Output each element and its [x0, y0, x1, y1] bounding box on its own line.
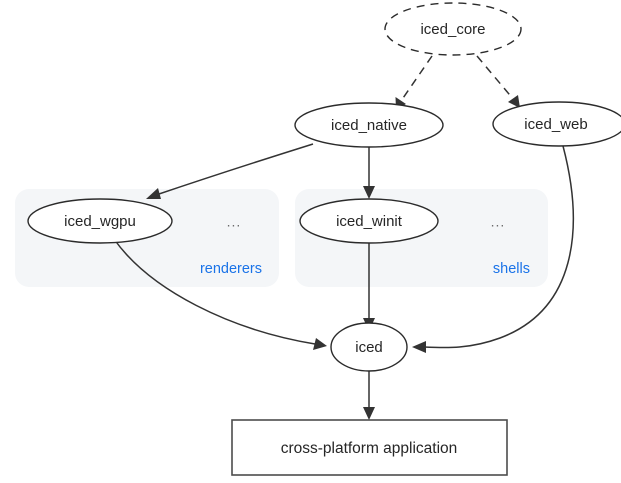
node-iced-native-label: iced_native [331, 117, 407, 134]
arrowhead-iced-from-wgpu [313, 338, 327, 350]
node-iced-core[interactable]: iced_core [384, 2, 522, 56]
edge-iced-wgpu-to-iced [113, 238, 327, 350]
node-iced-wgpu-shape[interactable] [27, 198, 173, 244]
arrowhead-iced-web-from-core [508, 95, 520, 108]
edge-iced-core-to-iced-native [395, 55, 433, 110]
arrowhead-application [363, 407, 375, 420]
edge-iced-native-to-iced-wgpu [146, 143, 314, 199]
arrowhead-iced-winit [363, 186, 375, 199]
node-iced-winit[interactable]: iced_winit [299, 198, 439, 244]
node-iced-wgpu-label: iced_wgpu [64, 213, 136, 230]
cluster-shells-ellipsis: ... [491, 214, 506, 230]
node-iced-native-shape[interactable] [294, 102, 444, 148]
node-iced-winit-label: iced_winit [336, 213, 403, 230]
node-iced-core-label: iced_core [420, 21, 485, 38]
edge-iced-web-to-iced [412, 145, 574, 353]
node-iced-web[interactable]: iced_web [492, 101, 621, 147]
node-iced-web-label: iced_web [524, 116, 587, 133]
node-iced-label: iced [355, 339, 383, 356]
edge-iced-native-to-iced-winit [363, 147, 375, 199]
node-iced-core-shape[interactable] [384, 2, 522, 56]
edge-iced-core-to-iced-web [476, 55, 520, 108]
cluster-renderers-label: renderers [200, 261, 262, 277]
node-application-shape[interactable] [231, 419, 508, 476]
cluster-shells-label: shells [493, 261, 530, 277]
node-iced-web-shape[interactable] [492, 101, 621, 147]
arrowhead-iced-wgpu [146, 188, 161, 199]
node-application[interactable]: cross-platform application [231, 419, 508, 476]
node-iced-shape[interactable] [330, 322, 408, 372]
edge-iced-to-application [363, 370, 375, 420]
node-iced-wgpu[interactable]: iced_wgpu [27, 198, 173, 244]
node-iced[interactable]: iced [330, 322, 408, 372]
cluster-renderers-ellipsis: ... [227, 214, 242, 230]
node-iced-winit-shape[interactable] [299, 198, 439, 244]
arrowhead-iced-from-web [412, 341, 426, 353]
node-iced-native[interactable]: iced_native [294, 102, 444, 148]
node-application-label: cross-platform application [281, 440, 458, 457]
